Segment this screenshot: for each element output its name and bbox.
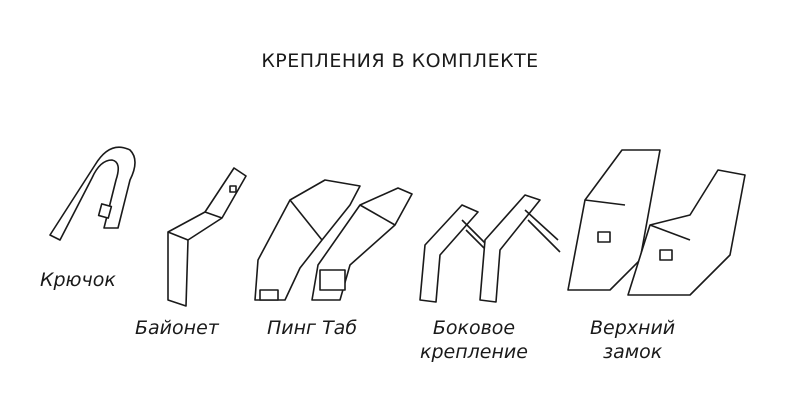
side-pin-mount-icon [419, 194, 561, 303]
mount-label-top-lock-line1: Верхний [590, 317, 676, 339]
mount-label-side-pin-line2: крепление [420, 341, 528, 363]
mount-label-side-pin-line1: Боковое [432, 317, 516, 339]
hook-mount-icon [49, 146, 136, 241]
bayonet-mount-icon [167, 167, 247, 307]
mount-label-hook: Крючок [40, 269, 116, 291]
pinch-tab-mount-icon [254, 179, 413, 301]
mount-label-pinch-tab: Пинг Таб [267, 317, 358, 339]
mount-label-side-pin: Боковое крепление [420, 316, 528, 364]
page-title: КРЕПЛЕНИЯ В КОМПЛЕКТЕ [261, 50, 539, 72]
mount-label-bayonet: Байонет [135, 317, 219, 339]
top-lock-mount-icon [567, 149, 746, 296]
mount-label-top-lock: Верхний замок [590, 316, 675, 364]
mount-label-top-lock-line2: замок [602, 341, 663, 363]
